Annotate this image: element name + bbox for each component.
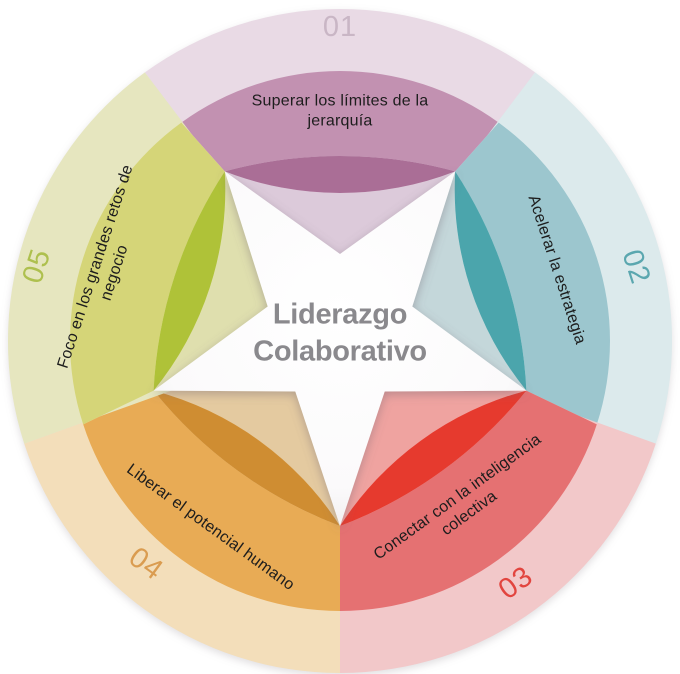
segment-01-number: 01 [323,11,357,43]
segment-01 [144,9,536,331]
segment-04-lens [153,390,340,526]
segment-05-lens [153,171,226,391]
segment-02-ring-band [455,122,610,425]
segment-03 [340,330,656,673]
segment-01-lens [224,156,456,193]
center-star [153,171,527,526]
segment-05-ring-band [70,122,225,425]
segment-01-inner-tint [224,171,456,330]
segment-03-ring-band [340,390,597,611]
segment-04-ring-band [83,390,340,611]
segment-03-lens [340,390,527,526]
segment-01-ring-band [181,71,499,172]
segment-02-lens [454,171,527,391]
